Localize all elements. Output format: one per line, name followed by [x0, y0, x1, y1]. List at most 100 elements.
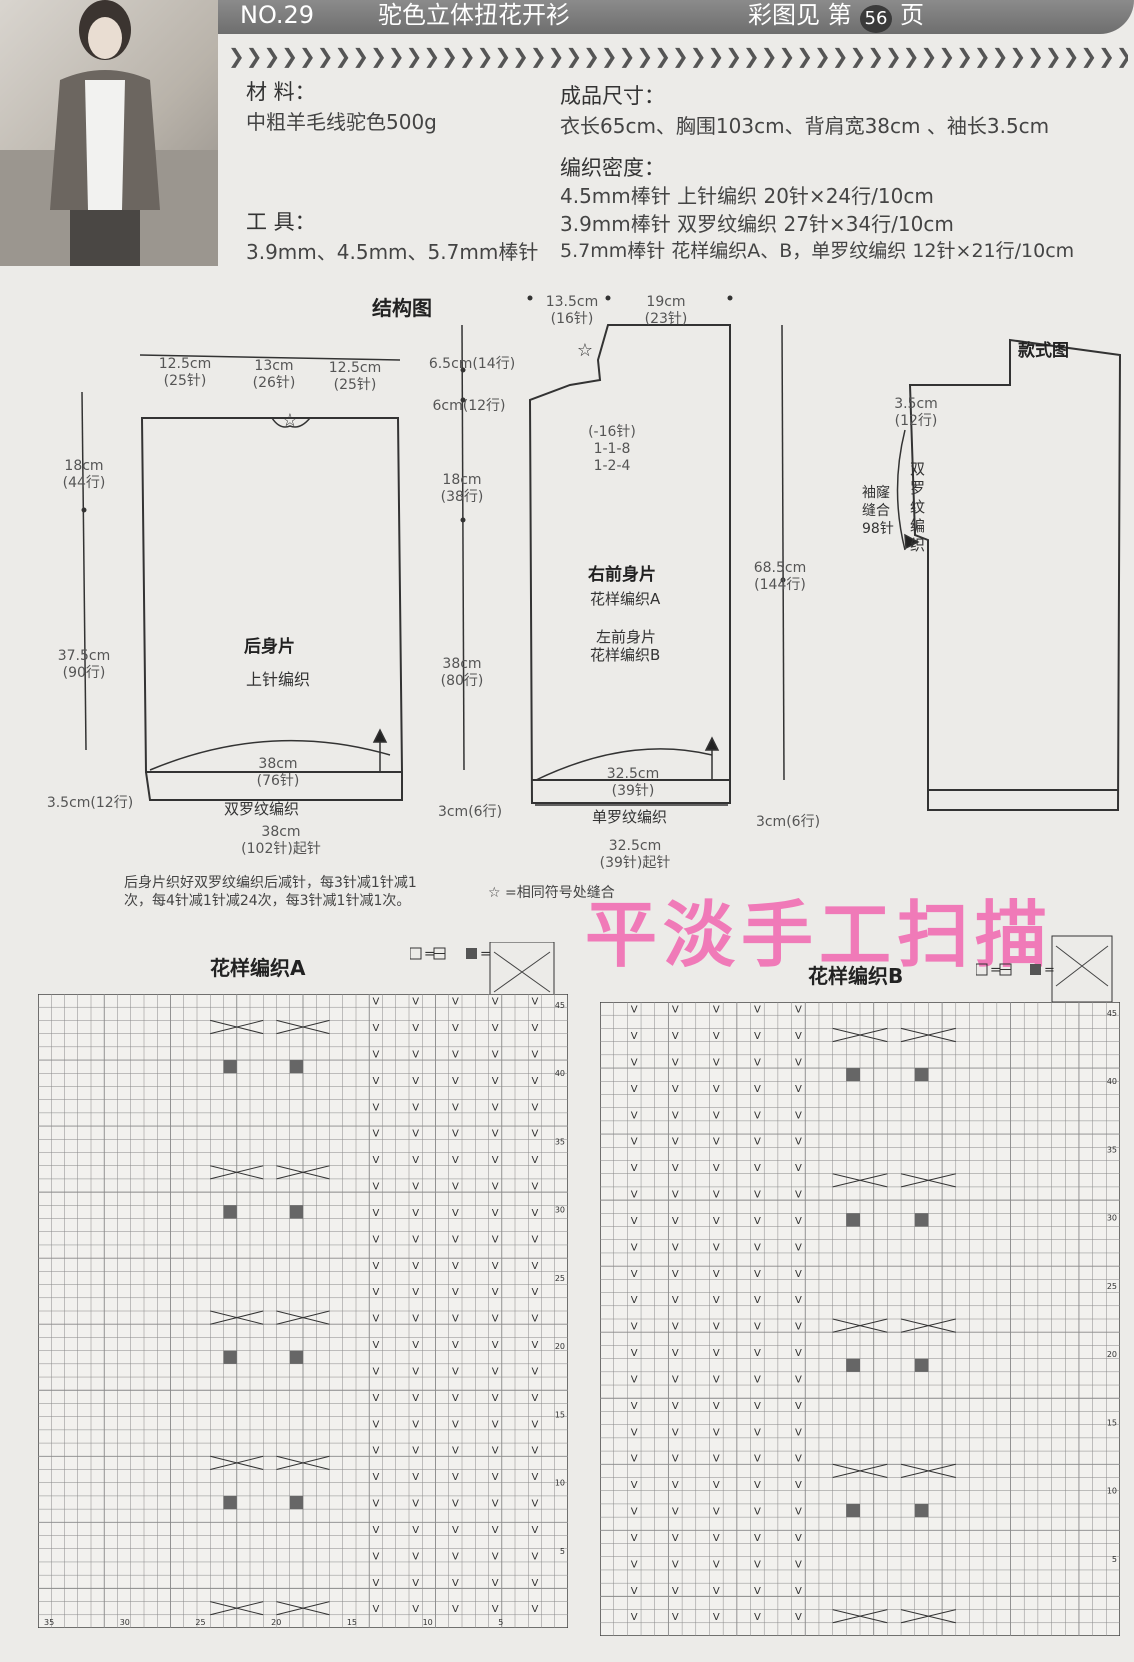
svg-text:V: V — [795, 1401, 802, 1412]
svg-text:V: V — [713, 1480, 720, 1491]
right-front-stitch: 花样编织A — [590, 590, 661, 608]
svg-text:V: V — [795, 1507, 802, 1518]
svg-text:V: V — [754, 1005, 761, 1016]
svg-text:V: V — [372, 1525, 379, 1536]
svg-text:V: V — [713, 1137, 720, 1148]
svg-text:V: V — [412, 1049, 419, 1060]
svg-text:V: V — [672, 1480, 679, 1491]
svg-text:V: V — [531, 1419, 538, 1430]
svg-text:V: V — [795, 1295, 802, 1306]
svg-text:V: V — [452, 1472, 459, 1483]
svg-text:V: V — [754, 1507, 761, 1518]
chart-row-label: 45 — [1107, 1009, 1117, 1018]
svg-text:V: V — [492, 1419, 499, 1430]
svg-text:V: V — [795, 1612, 802, 1623]
svg-text:V: V — [713, 1322, 720, 1333]
dim-back-top — [139, 354, 401, 361]
svg-text:V: V — [754, 1401, 761, 1412]
svg-text:V: V — [372, 1446, 379, 1457]
svg-text:V: V — [492, 1604, 499, 1615]
svg-text:V: V — [672, 1559, 679, 1570]
knit-square-icon — [409, 947, 422, 960]
svg-text:V: V — [492, 1366, 499, 1377]
svg-text:V: V — [372, 1102, 379, 1113]
svg-text:V: V — [452, 1208, 459, 1219]
svg-text:V: V — [531, 1604, 538, 1615]
svg-text:V: V — [412, 1499, 419, 1510]
svg-text:V: V — [452, 1419, 459, 1430]
svg-text:V: V — [631, 1110, 638, 1121]
chart-row-label: 20 — [1107, 1350, 1117, 1359]
svg-text:V: V — [372, 1155, 379, 1166]
svg-text:V: V — [412, 1472, 419, 1483]
chart-col-label: 15 — [347, 1618, 357, 1627]
svg-text:V: V — [713, 1533, 720, 1544]
chart-col-label: 25 — [195, 1618, 205, 1627]
svg-text:V: V — [631, 1480, 638, 1491]
svg-text:V: V — [372, 1472, 379, 1483]
svg-text:V: V — [372, 1208, 379, 1219]
pattern-title: 驼色立体扭花开衫 — [378, 1, 570, 29]
chart-row-label: 10 — [1107, 1487, 1117, 1496]
svg-text:V: V — [412, 1261, 419, 1272]
svg-text:V: V — [795, 1586, 802, 1597]
pattern-number: NO.29 — [240, 1, 315, 29]
front-inner-width: 32.5cm (39针) — [606, 766, 660, 799]
right-front-name: 右前身片 — [588, 565, 656, 585]
gauge-line: 4.5mm棒针 上针编织 20针×24行/10cm — [560, 184, 934, 208]
svg-text:V: V — [631, 1348, 638, 1359]
svg-text:V: V — [372, 1393, 379, 1404]
svg-text:V: V — [492, 997, 499, 1008]
svg-text:V: V — [795, 1005, 802, 1016]
svg-text:V: V — [795, 1084, 802, 1095]
svg-text:V: V — [531, 1393, 538, 1404]
chart-row-label: 15 — [1107, 1418, 1117, 1427]
svg-text:V: V — [754, 1322, 761, 1333]
svg-text:V: V — [412, 1129, 419, 1140]
svg-text:V: V — [672, 1612, 679, 1623]
svg-text:V: V — [492, 1234, 499, 1245]
svg-text:V: V — [713, 1374, 720, 1385]
svg-text:V: V — [452, 1499, 459, 1510]
svg-text:V: V — [412, 1604, 419, 1615]
chart-row-label: 10 — [555, 1479, 565, 1488]
structure-diagram: ☆ ☆ — [81, 295, 1122, 811]
sleeve-length-dim: 3.5cm (12行) — [894, 396, 938, 429]
svg-text:V: V — [713, 1110, 720, 1121]
svg-text:V: V — [713, 1242, 720, 1253]
svg-text:V: V — [795, 1163, 802, 1174]
svg-text:V: V — [412, 1076, 419, 1087]
color-ref-prefix: 彩图见 第 — [748, 1, 852, 29]
svg-text:V: V — [713, 1401, 720, 1412]
svg-text:V: V — [754, 1612, 761, 1623]
svg-text:V: V — [372, 1604, 379, 1615]
svg-text:V: V — [631, 1586, 638, 1597]
svg-text:V: V — [713, 1454, 720, 1465]
svg-text:V: V — [795, 1031, 802, 1042]
svg-text:V: V — [372, 1499, 379, 1510]
chart-a-legend-svg: = = — [409, 941, 555, 1009]
svg-text:V: V — [452, 1023, 459, 1034]
dim-front-right — [781, 324, 785, 781]
back-left-bottom-dim: 3.5cm(12行) — [46, 795, 134, 811]
svg-text:V: V — [672, 1084, 679, 1095]
chart-col-label: 10 — [423, 1618, 433, 1627]
svg-text:V: V — [452, 1314, 459, 1325]
svg-text:V: V — [372, 1551, 379, 1562]
svg-text:V: V — [713, 1612, 720, 1623]
svg-text:V: V — [452, 1049, 459, 1060]
svg-text:V: V — [713, 1216, 720, 1227]
svg-text:V: V — [372, 1340, 379, 1351]
chart-row-label: 25 — [555, 1274, 565, 1283]
svg-text:V: V — [754, 1295, 761, 1306]
svg-text:V: V — [672, 1295, 679, 1306]
star-mark-front: ☆ — [577, 340, 593, 361]
chart-row-label: 35 — [1107, 1145, 1117, 1154]
chart-row-label: 30 — [1107, 1214, 1117, 1223]
svg-text:V: V — [372, 1314, 379, 1325]
svg-text:V: V — [372, 1023, 379, 1034]
svg-text:V: V — [795, 1480, 802, 1491]
svg-text:V: V — [412, 1102, 419, 1113]
svg-text:V: V — [713, 1084, 720, 1095]
